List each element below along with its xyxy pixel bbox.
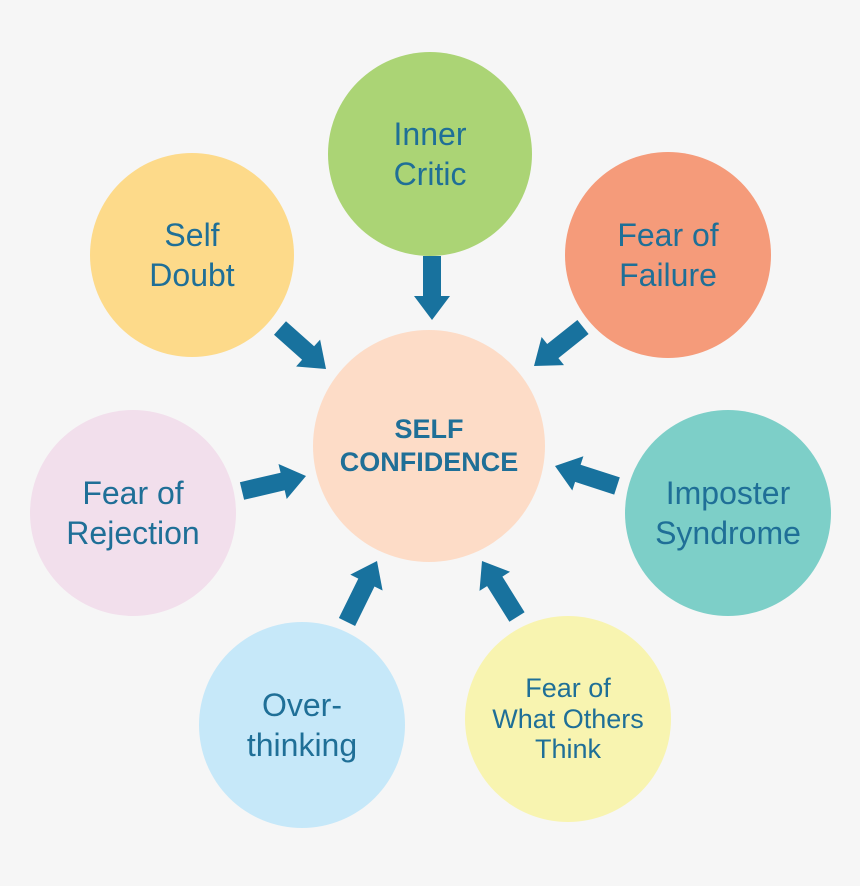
node-fear-of-what-others-think: Fear of What Others Think bbox=[465, 616, 671, 822]
node-fear-of-failure-label: Fear of Failure bbox=[617, 217, 719, 293]
node-overthinking-label: Over- thinking bbox=[246, 687, 358, 763]
node-inner-critic: Inner Critic bbox=[328, 52, 532, 256]
node-fear-of-what-others-think-label: Fear of What Others Think bbox=[492, 673, 644, 765]
arrow-from-overthinking bbox=[338, 561, 383, 626]
node-fear-of-rejection-label: Fear of Rejection bbox=[66, 475, 200, 551]
node-fear-of-failure: Fear of Failure bbox=[565, 152, 771, 358]
arrow-from-self-doubt bbox=[274, 321, 326, 369]
arrow-from-imposter-syndrome bbox=[555, 456, 620, 495]
node-imposter-syndrome-label: Imposter Syndrome bbox=[655, 475, 801, 551]
node-imposter-syndrome: Imposter Syndrome bbox=[625, 410, 831, 616]
node-self-confidence-label: SELF CONFIDENCE bbox=[339, 414, 519, 477]
arrow-from-inner-critic bbox=[414, 256, 450, 320]
node-self-doubt: Self Doubt bbox=[90, 153, 294, 357]
node-fear-of-rejection: Fear of Rejection bbox=[30, 410, 236, 616]
arrow-from-fear-of-rejection bbox=[239, 464, 306, 500]
node-self-doubt-label: Self Doubt bbox=[149, 217, 235, 293]
node-inner-critic-label: Inner Critic bbox=[393, 116, 467, 192]
node-self-confidence: SELF CONFIDENCE bbox=[313, 330, 545, 562]
node-overthinking: Over- thinking bbox=[199, 622, 405, 828]
arrow-from-fear-of-what-others-think bbox=[479, 561, 525, 622]
arrow-from-fear-of-failure bbox=[534, 320, 589, 366]
